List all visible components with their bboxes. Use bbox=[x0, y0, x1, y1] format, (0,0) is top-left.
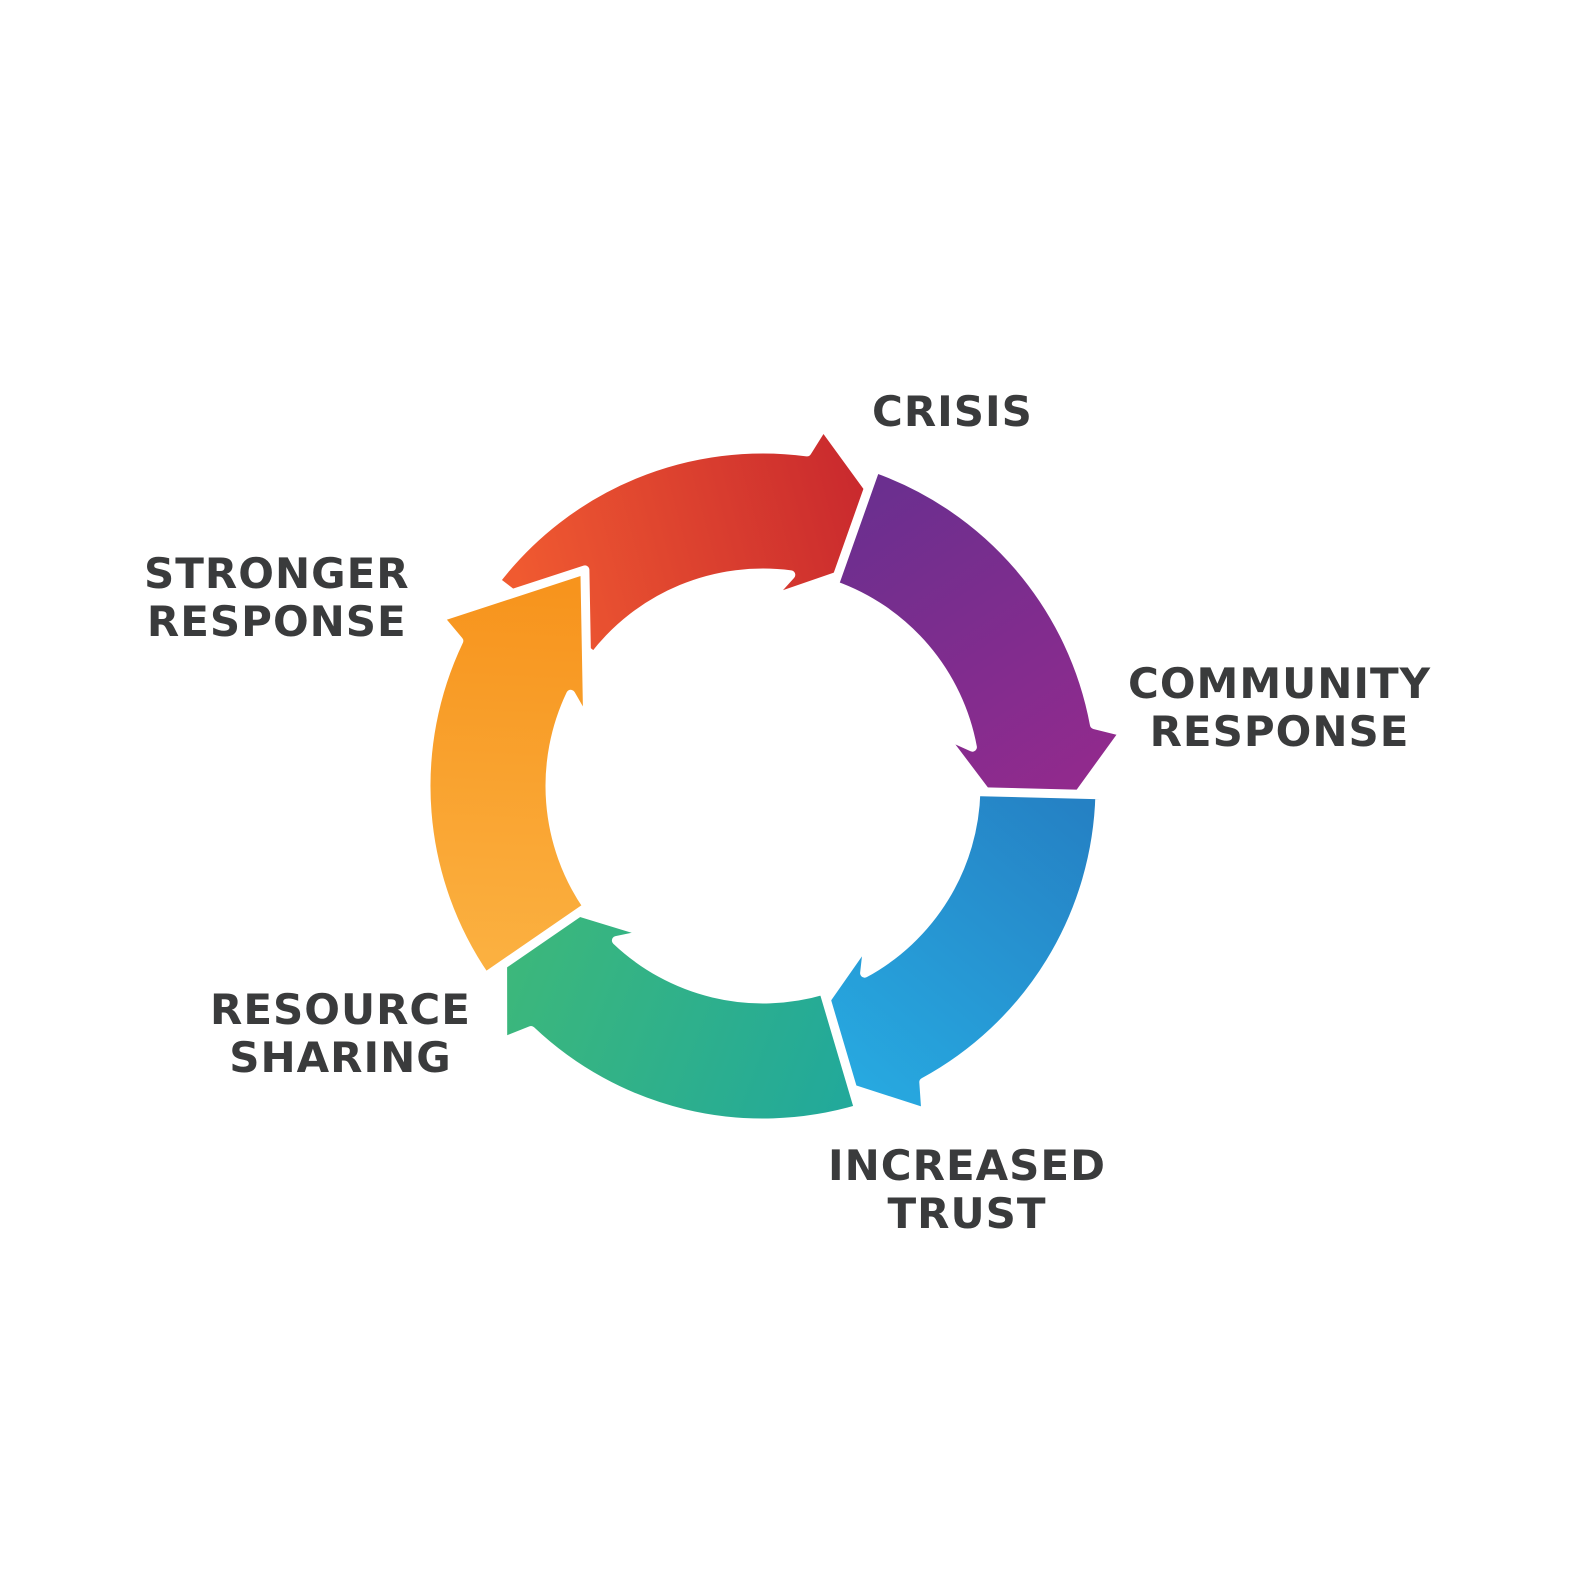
label-stronger-response: STRONGER RESPONSE bbox=[144, 550, 410, 646]
label-resource-sharing: RESOURCE SHARING bbox=[210, 986, 471, 1082]
label-line: STRONGER bbox=[144, 549, 410, 598]
label-line: COMMUNITY bbox=[1128, 659, 1432, 708]
label-line: RESPONSE bbox=[146, 597, 407, 646]
label-community-response: COMMUNITY RESPONSE bbox=[1128, 660, 1431, 756]
label-line: CRISIS bbox=[872, 387, 1033, 436]
label-line: RESOURCE bbox=[210, 985, 471, 1034]
arrow-community-response bbox=[829, 463, 1129, 861]
arrow-resource-sharing bbox=[498, 884, 864, 1128]
arrow-stronger-response bbox=[421, 565, 593, 982]
label-line: INCREASED bbox=[828, 1141, 1106, 1190]
arrow-crisis bbox=[491, 421, 918, 661]
label-line: TRUST bbox=[887, 1189, 1047, 1238]
label-increased-trust: INCREASED TRUST bbox=[828, 1142, 1106, 1238]
label-crisis: CRISIS bbox=[872, 388, 1033, 436]
label-line: RESPONSE bbox=[1149, 707, 1410, 756]
label-line: SHARING bbox=[229, 1033, 452, 1082]
arrow-increased-trust bbox=[775, 787, 1105, 1118]
